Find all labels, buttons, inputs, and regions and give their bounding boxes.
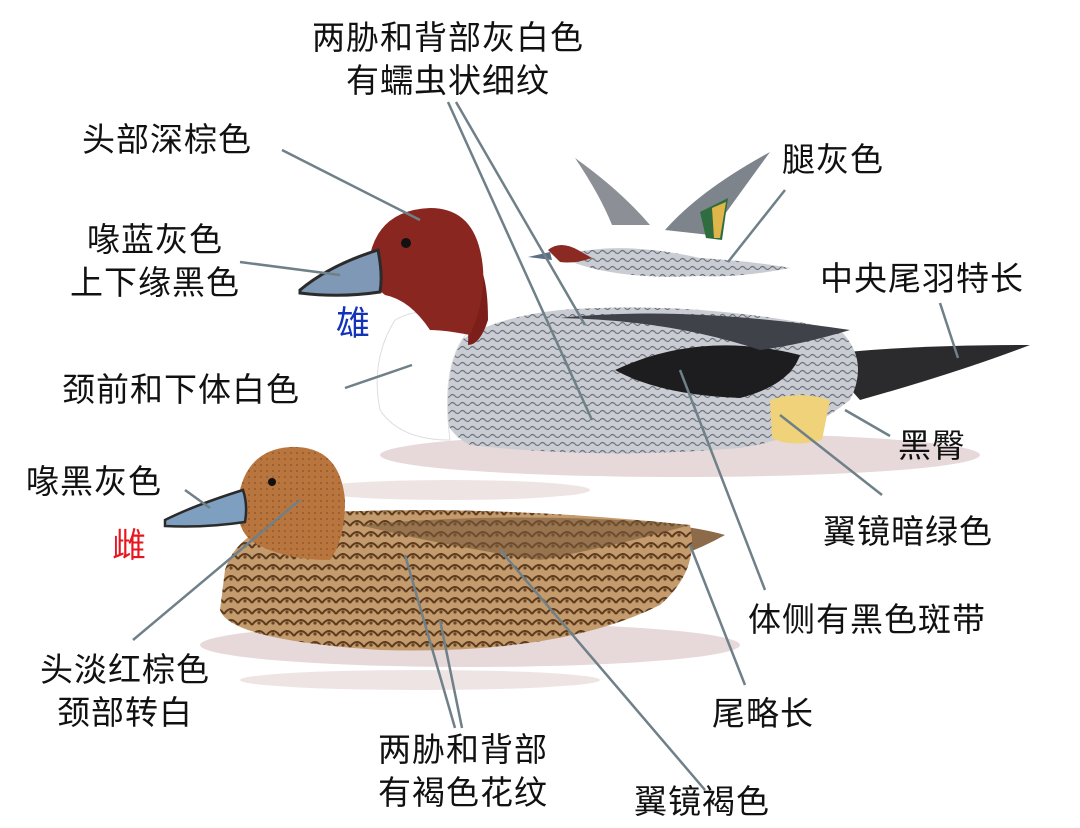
male-scapulars — [560, 313, 850, 350]
female-scapulars — [360, 517, 690, 560]
male-pintail — [298, 208, 1030, 454]
label-central-tail: 中央尾羽特长 — [820, 259, 1024, 298]
label-head-female: 头淡红棕色 颈部转白 — [40, 650, 210, 732]
leader-neck-male — [344, 363, 413, 390]
far-wing — [575, 158, 650, 225]
male-bill — [298, 248, 383, 297]
leader-flanks-female-2 — [438, 619, 464, 729]
label-neck-belly-male: 颈前和下体白色 — [62, 370, 300, 409]
female-eye — [268, 478, 276, 486]
leader-head-female — [132, 499, 301, 641]
leader-central-tail — [938, 302, 960, 359]
leader-bill-female — [184, 488, 211, 510]
male-side-band — [615, 345, 800, 398]
label-head-male: 头部深棕色 — [82, 120, 252, 159]
flying-pintail — [528, 152, 790, 277]
leader-speculum-male — [779, 414, 883, 496]
flying-bill — [528, 252, 552, 260]
label-flanks-back-female: 两胁和背部 有褐色花纹 — [378, 730, 548, 812]
leader-flanks-female-1 — [403, 554, 457, 729]
leader-leg — [727, 189, 786, 263]
leader-speculum-female — [499, 549, 706, 791]
leader-black-rump — [844, 408, 891, 438]
leader-side-band — [678, 369, 767, 591]
male-mark: 雄 — [336, 304, 370, 344]
female-head — [237, 446, 345, 560]
leader-bill-male — [239, 260, 341, 277]
label-bill-female: 喙黑灰色 — [26, 462, 162, 501]
label-black-rump: 黑臀 — [898, 426, 966, 465]
leader-flanks-male-1 — [446, 101, 594, 421]
label-side-band: 体侧有黑色斑带 — [748, 600, 986, 639]
near-wing — [665, 152, 770, 235]
male-eye — [401, 238, 411, 248]
female-bill — [163, 488, 248, 528]
female-pintail — [163, 446, 725, 651]
female-mark: 雌 — [112, 526, 146, 566]
label-flanks-back-male: 两胁和背部灰白色 有蠕虫状细纹 — [312, 18, 584, 100]
wing-speculum-bar — [712, 202, 726, 238]
leader-flanks-male-2 — [454, 101, 587, 326]
leader-lines — [132, 101, 960, 791]
male-head — [369, 208, 484, 335]
leader-tail-female — [688, 544, 747, 686]
flying-head — [548, 245, 592, 263]
leader-head-male — [281, 148, 421, 222]
label-bill-male: 喙蓝灰色 上下缘黑色 — [70, 220, 240, 302]
male-tail — [820, 345, 1030, 400]
male-rump-buff — [770, 395, 830, 444]
flying-body — [565, 248, 790, 277]
label-tail-female: 尾略长 — [712, 694, 814, 733]
label-speculum-male: 翼镜暗绿色 — [823, 512, 993, 551]
label-speculum-female: 翼镜褐色 — [634, 782, 770, 821]
label-leg: 腿灰色 — [782, 140, 884, 179]
